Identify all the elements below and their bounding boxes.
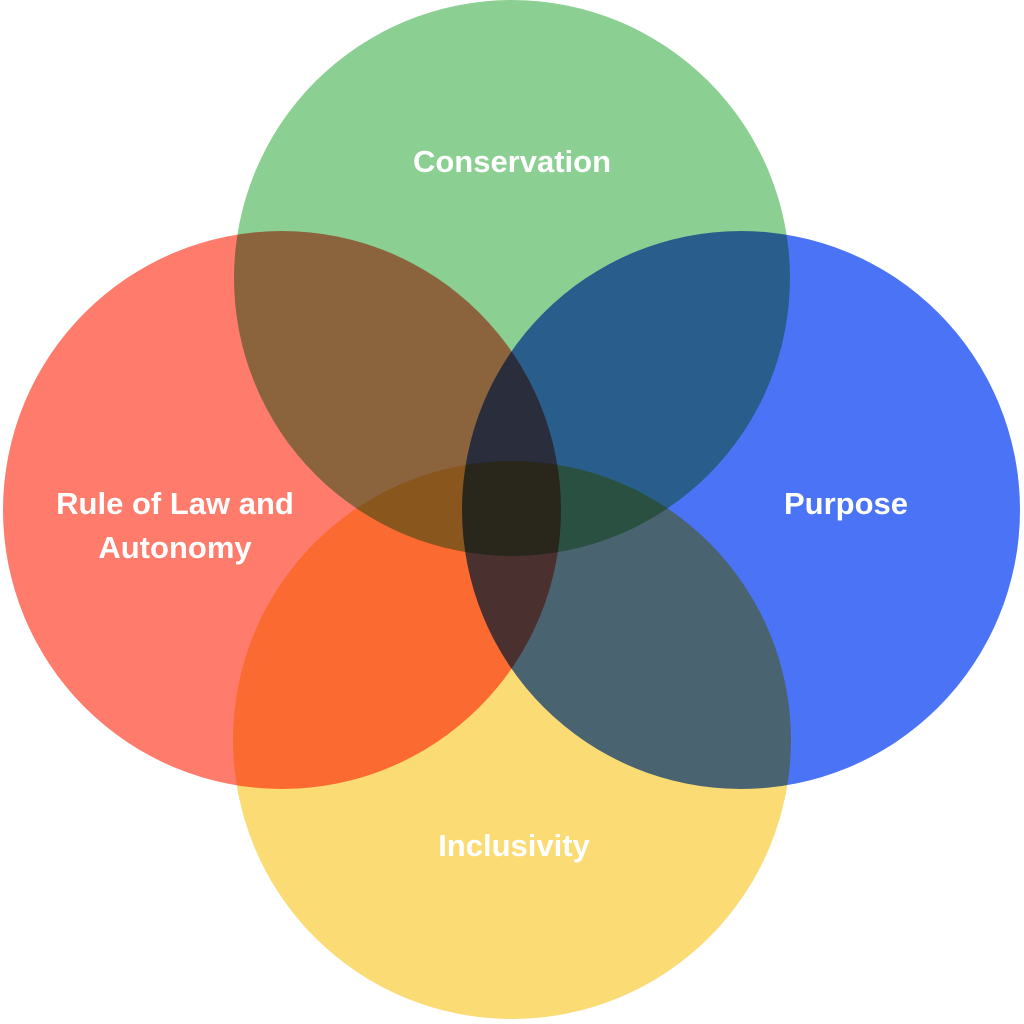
label-inclusivity: Inclusivity: [438, 828, 590, 863]
label-rule-of-law-line2: Autonomy: [98, 530, 252, 565]
label-purpose: Purpose: [783, 486, 909, 521]
label-conservation: Conservation: [412, 144, 612, 179]
circle-inclusivity: [233, 461, 791, 1019]
label-rule-of-law: Rule of Law and Autonomy: [25, 482, 325, 570]
label-rule-of-law-line1: Rule of Law and: [56, 486, 294, 521]
